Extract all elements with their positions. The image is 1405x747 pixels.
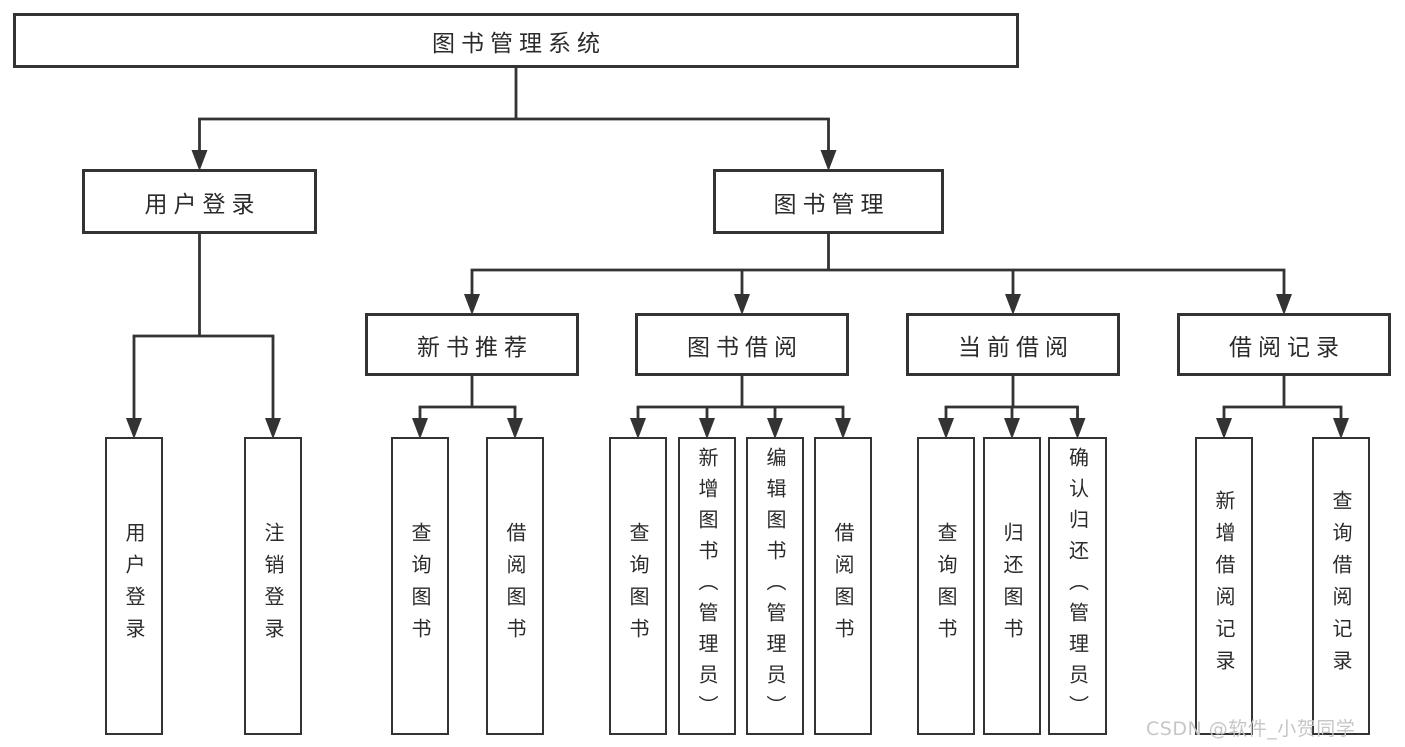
node-label: 图书管理系统	[432, 30, 606, 57]
node-leaf-query-book-1: 查询图书	[391, 437, 449, 735]
node-label: 编辑图书（管理员）	[763, 446, 787, 726]
node-label: 当前借阅	[958, 334, 1074, 361]
node-label: 新增图书（管理员）	[695, 446, 719, 726]
node-leaf-borrow-book-1: 借阅图书	[486, 437, 544, 735]
node-book-borrow: 图书借阅	[635, 313, 849, 376]
node-leaf-query-borrow-record: 查询借阅记录	[1312, 437, 1370, 735]
node-leaf-logout: 注销登录	[244, 437, 302, 735]
node-leaf-add-borrow-record: 新增借阅记录	[1195, 437, 1253, 735]
node-label: 归还图书	[1000, 522, 1024, 650]
watermark: CSDN @软件_小贺同学	[1146, 718, 1356, 740]
node-label: 借阅图书	[503, 522, 527, 650]
node-book-mgmt: 图书管理	[713, 169, 944, 234]
node-label: 用户登录	[144, 191, 261, 218]
node-label: 查询图书	[408, 522, 432, 650]
node-leaf-user-login: 用户登录	[105, 437, 163, 735]
node-leaf-edit-book: 编辑图书（管理员）	[746, 437, 804, 735]
node-label: 确认归还（管理员）	[1065, 446, 1090, 726]
node-leaf-return-book: 归还图书	[983, 437, 1041, 735]
node-label: 查询图书	[626, 522, 650, 650]
node-leaf-borrow-book-2: 借阅图书	[814, 437, 872, 735]
node-leaf-confirm-return: 确认归还（管理员）	[1048, 437, 1107, 735]
node-label: 图书借阅	[687, 334, 803, 361]
node-leaf-add-book: 新增图书（管理员）	[678, 437, 736, 735]
node-label: 注销登录	[261, 522, 285, 650]
node-label: 查询图书	[934, 522, 958, 650]
node-label: 新书推荐	[417, 334, 533, 361]
node-label: 查询借阅记录	[1329, 490, 1353, 682]
node-label: 借阅图书	[831, 522, 855, 650]
node-label: 新增借阅记录	[1212, 490, 1236, 682]
node-label: 用户登录	[122, 522, 146, 650]
node-label: 图书管理	[773, 191, 890, 218]
node-label: 借阅记录	[1229, 334, 1345, 361]
node-leaf-query-book-3: 查询图书	[917, 437, 975, 735]
node-user-login-group: 用户登录	[82, 169, 317, 234]
node-leaf-query-book-2: 查询图书	[609, 437, 667, 735]
node-borrow-record: 借阅记录	[1177, 313, 1391, 376]
node-new-book-rec: 新书推荐	[365, 313, 579, 376]
node-current-borrow: 当前借阅	[906, 313, 1120, 376]
node-root: 图书管理系统	[13, 13, 1019, 68]
